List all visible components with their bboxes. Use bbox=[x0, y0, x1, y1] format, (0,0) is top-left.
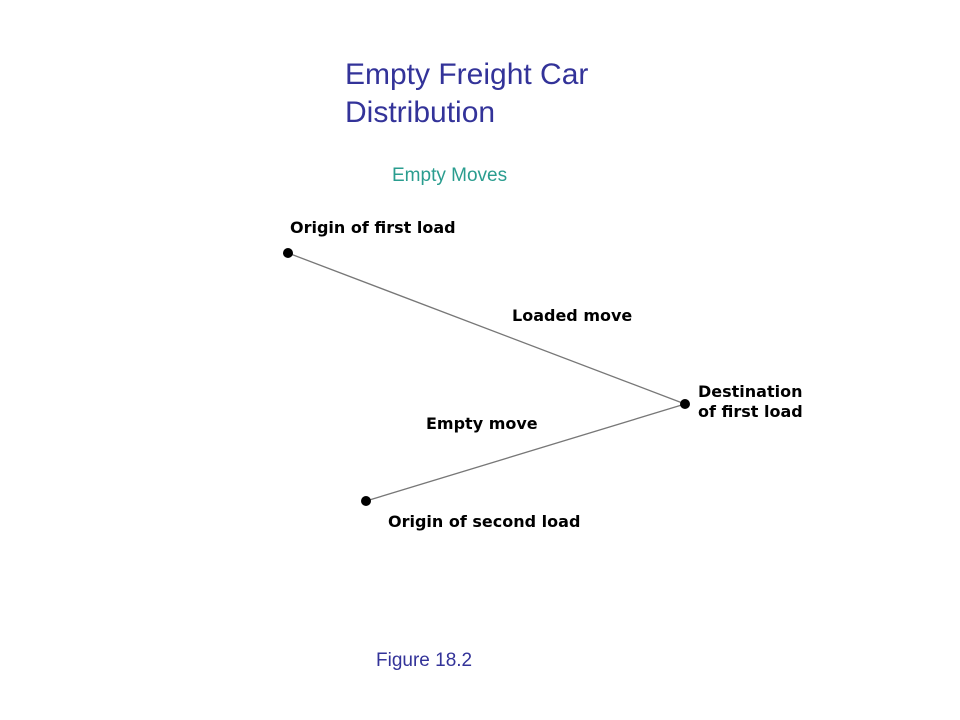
slide-title-line-2: Distribution bbox=[345, 96, 496, 129]
empty-move-label: Empty move bbox=[426, 414, 538, 433]
destination-label-line-1: Destination bbox=[698, 382, 803, 401]
loaded-move-label: Loaded move bbox=[512, 306, 632, 325]
origin-second-load-node bbox=[361, 496, 371, 506]
diagram-subtitle: Empty Moves bbox=[392, 165, 508, 186]
destination-first-load-node bbox=[680, 399, 690, 409]
destination-label-line-2: of first load bbox=[698, 402, 803, 421]
origin-second-load-label: Origin of second load bbox=[388, 512, 580, 531]
slide-title-line-1: Empty Freight Car bbox=[345, 58, 589, 91]
origin-first-load-node bbox=[283, 248, 293, 258]
figure-caption: Figure 18.2 bbox=[376, 650, 473, 671]
origin-first-load-label: Origin of first load bbox=[290, 218, 456, 237]
loaded-move-edge bbox=[287, 252, 686, 405]
empty-move-edge bbox=[365, 403, 686, 502]
slide-title: Empty Freight Car Distribution bbox=[345, 56, 745, 132]
